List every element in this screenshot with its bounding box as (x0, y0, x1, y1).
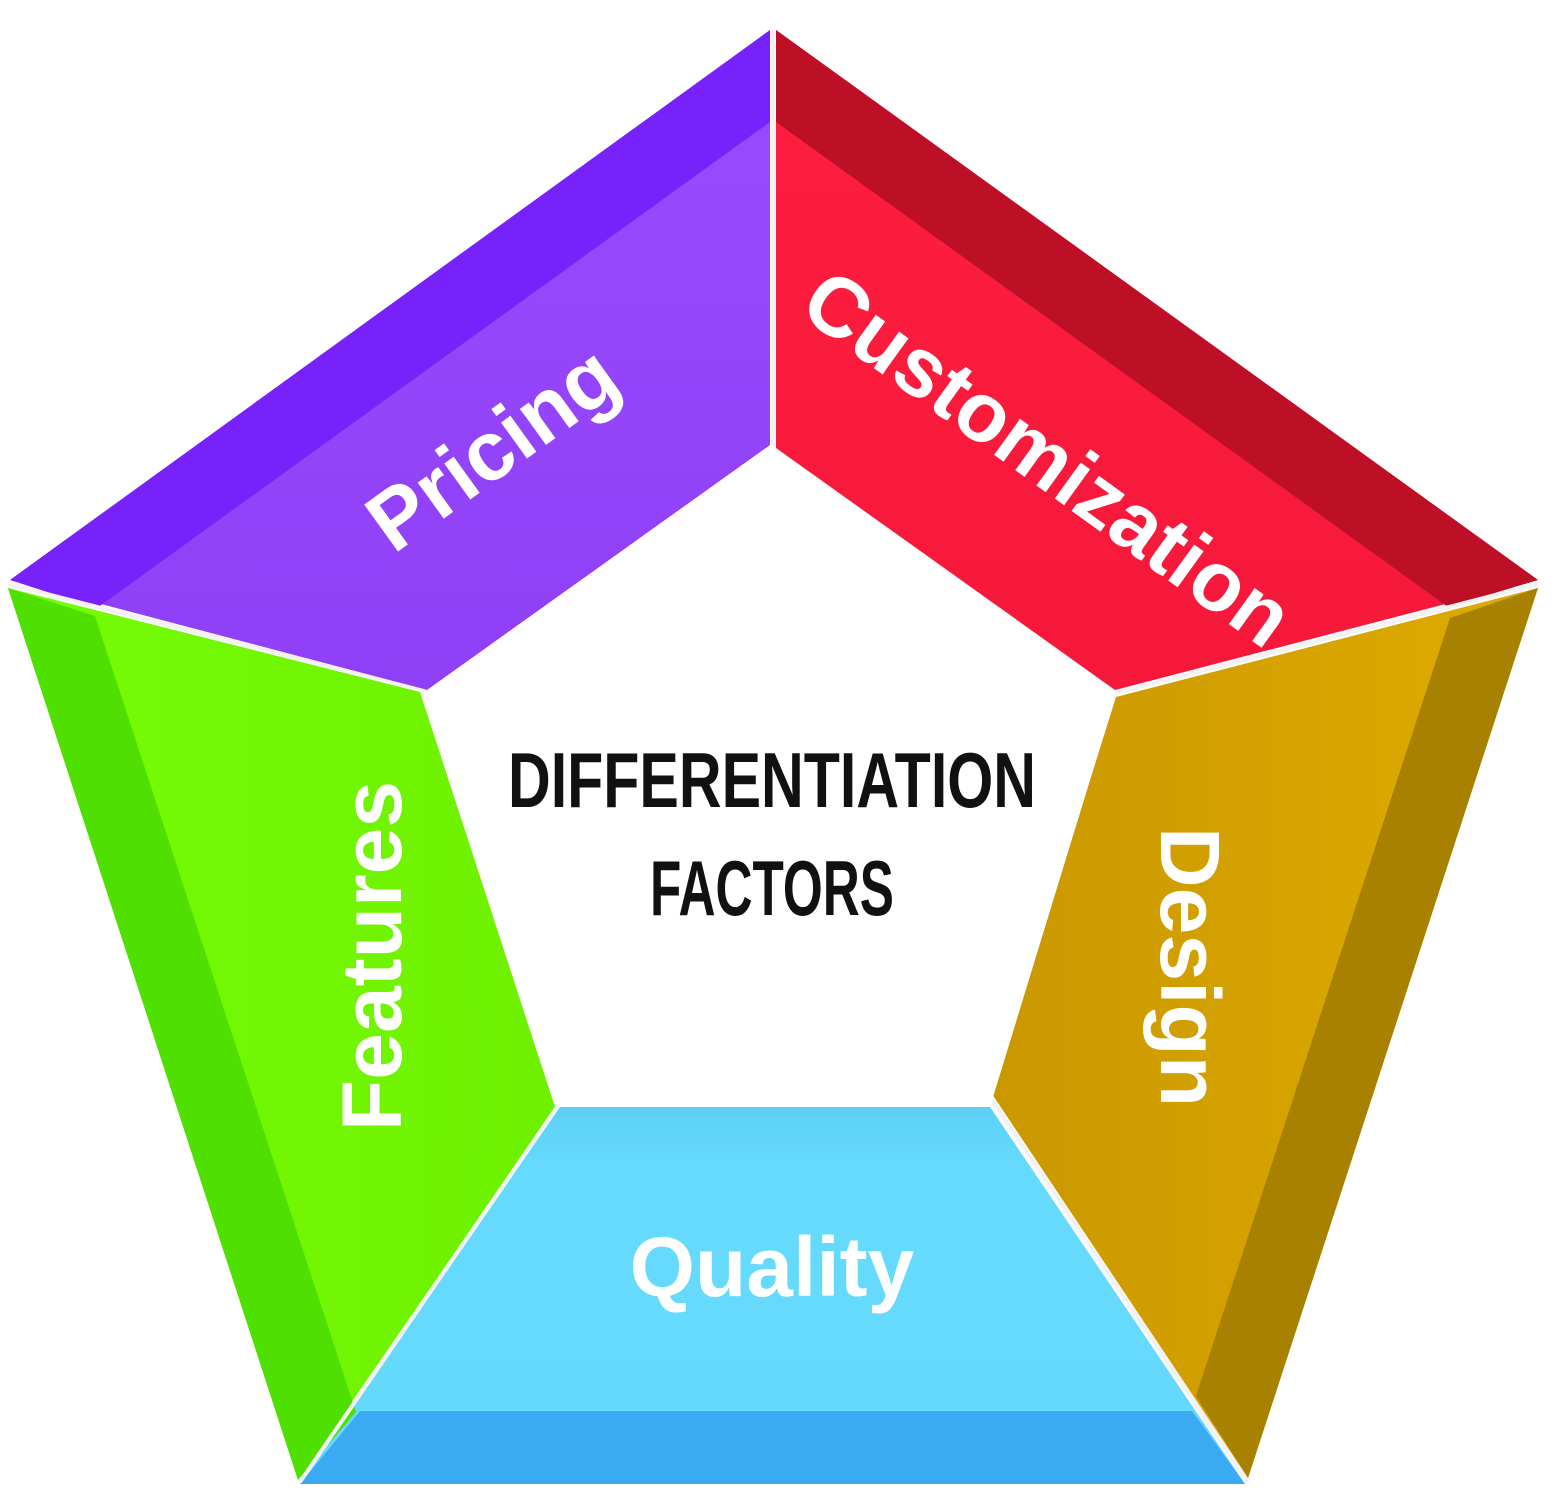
center-title-line2: FACTORS (650, 844, 894, 932)
segment-features: Features (8, 588, 555, 1480)
customization-edge (776, 30, 1538, 607)
center-title-line1: DIFFERENTIATION (508, 736, 1036, 824)
center-pentagon (422, 448, 1116, 1107)
segment-pricing: Pricing (10, 30, 770, 690)
quality-label: Quality (630, 1220, 915, 1314)
quality-edge (300, 1411, 1245, 1484)
design-edge (1196, 588, 1538, 1478)
features-label: Features (325, 781, 419, 1131)
pricing-edge (10, 30, 770, 608)
segment-separators (7, 30, 1539, 1484)
design-label: Design (1143, 827, 1237, 1107)
quality-panel (300, 1107, 1245, 1484)
segment-quality: Quality (300, 1107, 1245, 1484)
segment-design: Design (992, 588, 1538, 1478)
features-edge (8, 588, 356, 1480)
